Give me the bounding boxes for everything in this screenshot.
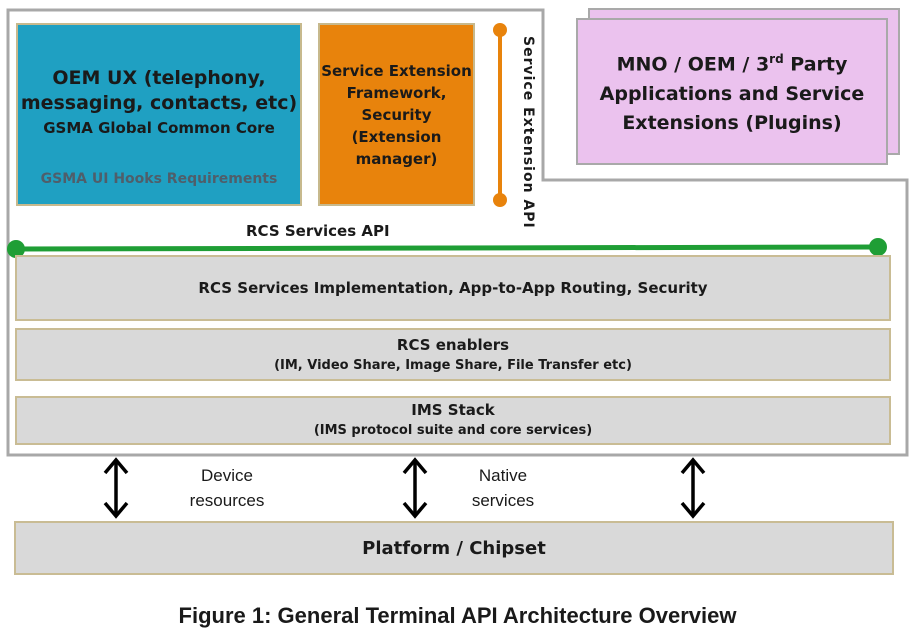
rcs-enablers-layer: RCS enablers (IM, Video Share, Image Sha… (15, 328, 891, 381)
rcs-implementation-layer: RCS Services Implementation, App-to-App … (15, 255, 891, 321)
native-services-line2: services (471, 491, 535, 510)
oem-ux-box: OEM UX (telephony, messaging, contacts, … (16, 23, 302, 206)
service-extension-box: Service Extension Framework, Security (E… (318, 23, 475, 206)
native-services-line1: Native (478, 466, 528, 485)
plugins-line1-suffix: Party (783, 53, 848, 76)
double-arrow-left (103, 457, 129, 519)
plugins-line2: Applications and Service (599, 82, 865, 105)
platform-chipset-label: Platform / Chipset (362, 537, 546, 559)
oem-ux-line3: GSMA Global Common Core (43, 119, 275, 137)
plugins-box: MNO / OEM / 3rd Party Applications and S… (576, 18, 888, 165)
service-extension-api-connector (493, 23, 507, 207)
double-arrow-middle (402, 457, 428, 519)
platform-chipset-layer: Platform / Chipset (14, 521, 894, 575)
rcs-enablers-title: RCS enablers (396, 335, 510, 354)
service-extension-line5: manager) (355, 149, 438, 168)
service-extension-line2: Framework, (346, 83, 447, 102)
native-services-label: Native services (448, 463, 558, 513)
rcs-services-api-label: RCS Services API (246, 222, 390, 240)
figure-caption: Figure 1: General Terminal API Architect… (178, 603, 737, 628)
device-resources-line2: resources (189, 491, 265, 510)
plugins-line1-prefix: MNO / OEM / 3 (616, 53, 770, 76)
device-resources-line1: Device (201, 466, 253, 485)
service-extension-line3: Security (361, 105, 432, 124)
plugins-line3: Extensions (Plugins) (622, 111, 842, 134)
ims-stack-title: IMS Stack (411, 401, 495, 419)
plugins-line1-sup: rd (769, 52, 784, 67)
oem-ux-line2: messaging, contacts, etc) (20, 92, 298, 114)
oem-ux-line1: OEM UX (telephony, (52, 67, 266, 89)
device-resources-label: Device resources (172, 463, 282, 513)
service-extension-api-label: Service Extension API (520, 36, 536, 229)
rcs-enablers-subtitle: (IM, Video Share, Image Share, File Tran… (274, 357, 632, 373)
gsma-ui-hooks-label: GSMA UI Hooks Requirements (40, 171, 278, 187)
double-arrow-right (680, 457, 706, 519)
rcs-services-api-line (7, 238, 887, 258)
service-extension-line1: Service Extension (321, 61, 472, 80)
ims-stack-subtitle: (IMS protocol suite and core services) (313, 423, 593, 438)
rcs-implementation-label: RCS Services Implementation, App-to-App … (198, 279, 708, 297)
plugins-line1: MNO / OEM / 3rd Party (617, 45, 848, 79)
service-extension-line4: (Extension (351, 127, 442, 146)
ims-stack-layer: IMS Stack (IMS protocol suite and core s… (15, 396, 891, 445)
